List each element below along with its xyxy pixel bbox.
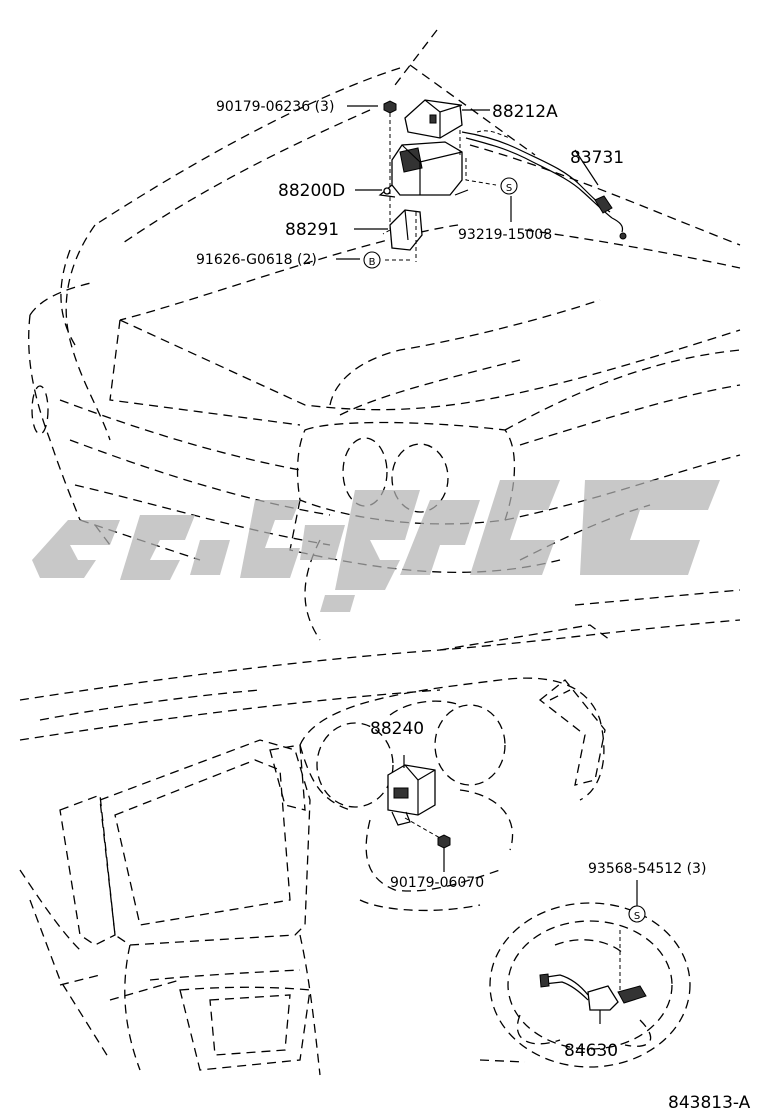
cruise-actuator-assembly — [336, 99, 627, 262]
svg-text:S: S — [506, 183, 512, 194]
marker-b: B — [363, 251, 381, 269]
part-label-88240: 88240 — [370, 719, 424, 739]
svg-text:B: B — [369, 257, 376, 268]
part-label-84630: 84630 — [564, 1041, 618, 1061]
part-label-93568-54512: 93568-54512 (3) — [588, 861, 706, 877]
part-label-83731: 83731 — [570, 148, 624, 168]
marker-s-lower: S — [628, 905, 646, 923]
cruise-control-ecu — [387, 755, 451, 872]
part-label-91626-g0618: 91626-G0618 (2) — [196, 252, 317, 268]
part-label-88200d: 88200D — [278, 181, 345, 201]
part-label-88291: 88291 — [285, 220, 339, 240]
svg-text:S: S — [634, 911, 640, 922]
part-label-90179-06236: 90179-06236 (3) — [216, 99, 334, 115]
marker-s-upper: S — [500, 177, 518, 195]
steering-wheel — [479, 880, 691, 1068]
diagram-code: 843813-A — [668, 1093, 751, 1112]
part-label-93219-15008: 93219-15008 — [458, 227, 552, 243]
part-label-88212a: 88212A — [492, 102, 558, 122]
logo-watermark — [32, 480, 720, 612]
part-label-90179-06070: 90179-06070 — [390, 875, 484, 891]
dashboard-outline — [19, 589, 741, 1076]
